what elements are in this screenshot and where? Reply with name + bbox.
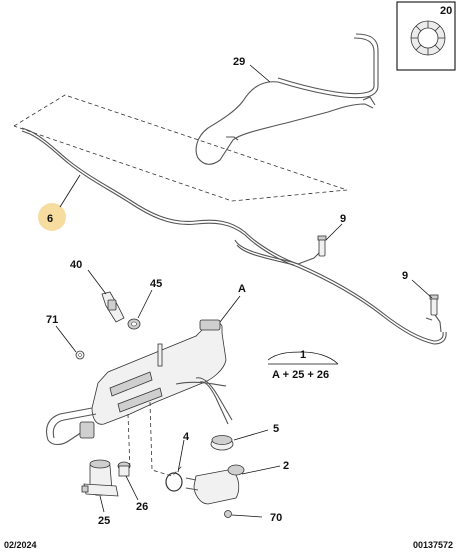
seal-26 [117, 461, 131, 477]
o-ring-4 [165, 472, 183, 492]
grommet-45 [127, 318, 141, 330]
filler-cap-5 [210, 435, 234, 451]
pump-25 [81, 459, 119, 497]
clip-71 [75, 350, 85, 360]
nozzle-9-rear [429, 294, 439, 316]
part-20-inset: 20 [396, 1, 456, 71]
callout-20: 20 [440, 5, 452, 17]
rear-hose-dashed-outline [13, 94, 348, 202]
footer-date: 02/2024 [4, 540, 37, 550]
highlight-marker [38, 203, 66, 231]
screw-70 [224, 510, 232, 518]
footer-reference: 00137572 [412, 540, 453, 550]
callout-9-rear: 9 [402, 270, 408, 282]
assembly-dashed-links [127, 401, 183, 477]
callout-6: 6 [47, 213, 53, 225]
callout-2: 2 [283, 460, 289, 472]
callout-1-formula: A + 25 + 26 [272, 369, 329, 381]
callout-71: 71 [46, 314, 58, 326]
level-sensor-40 [101, 291, 125, 323]
hose-29 [195, 33, 379, 165]
callout-45: 45 [150, 278, 162, 290]
callout-9-front: 9 [340, 213, 346, 225]
leader-lines [55, 64, 433, 518]
callout-5: 5 [273, 423, 279, 435]
callout-40: 40 [70, 259, 82, 271]
nozzle-9-front [317, 235, 327, 257]
hose-6 [21, 127, 447, 345]
lock-washer-icon [410, 20, 446, 56]
callout-1: 1 [300, 349, 306, 361]
callout-26: 26 [136, 501, 148, 513]
callout-25: 25 [98, 515, 110, 527]
washer-reservoir-a [45, 319, 233, 446]
filler-neck-2 [185, 464, 245, 505]
callout-4: 4 [183, 431, 190, 443]
callout-29: 29 [233, 56, 245, 68]
callout-70: 70 [270, 512, 282, 524]
callout-a: A [238, 283, 246, 295]
